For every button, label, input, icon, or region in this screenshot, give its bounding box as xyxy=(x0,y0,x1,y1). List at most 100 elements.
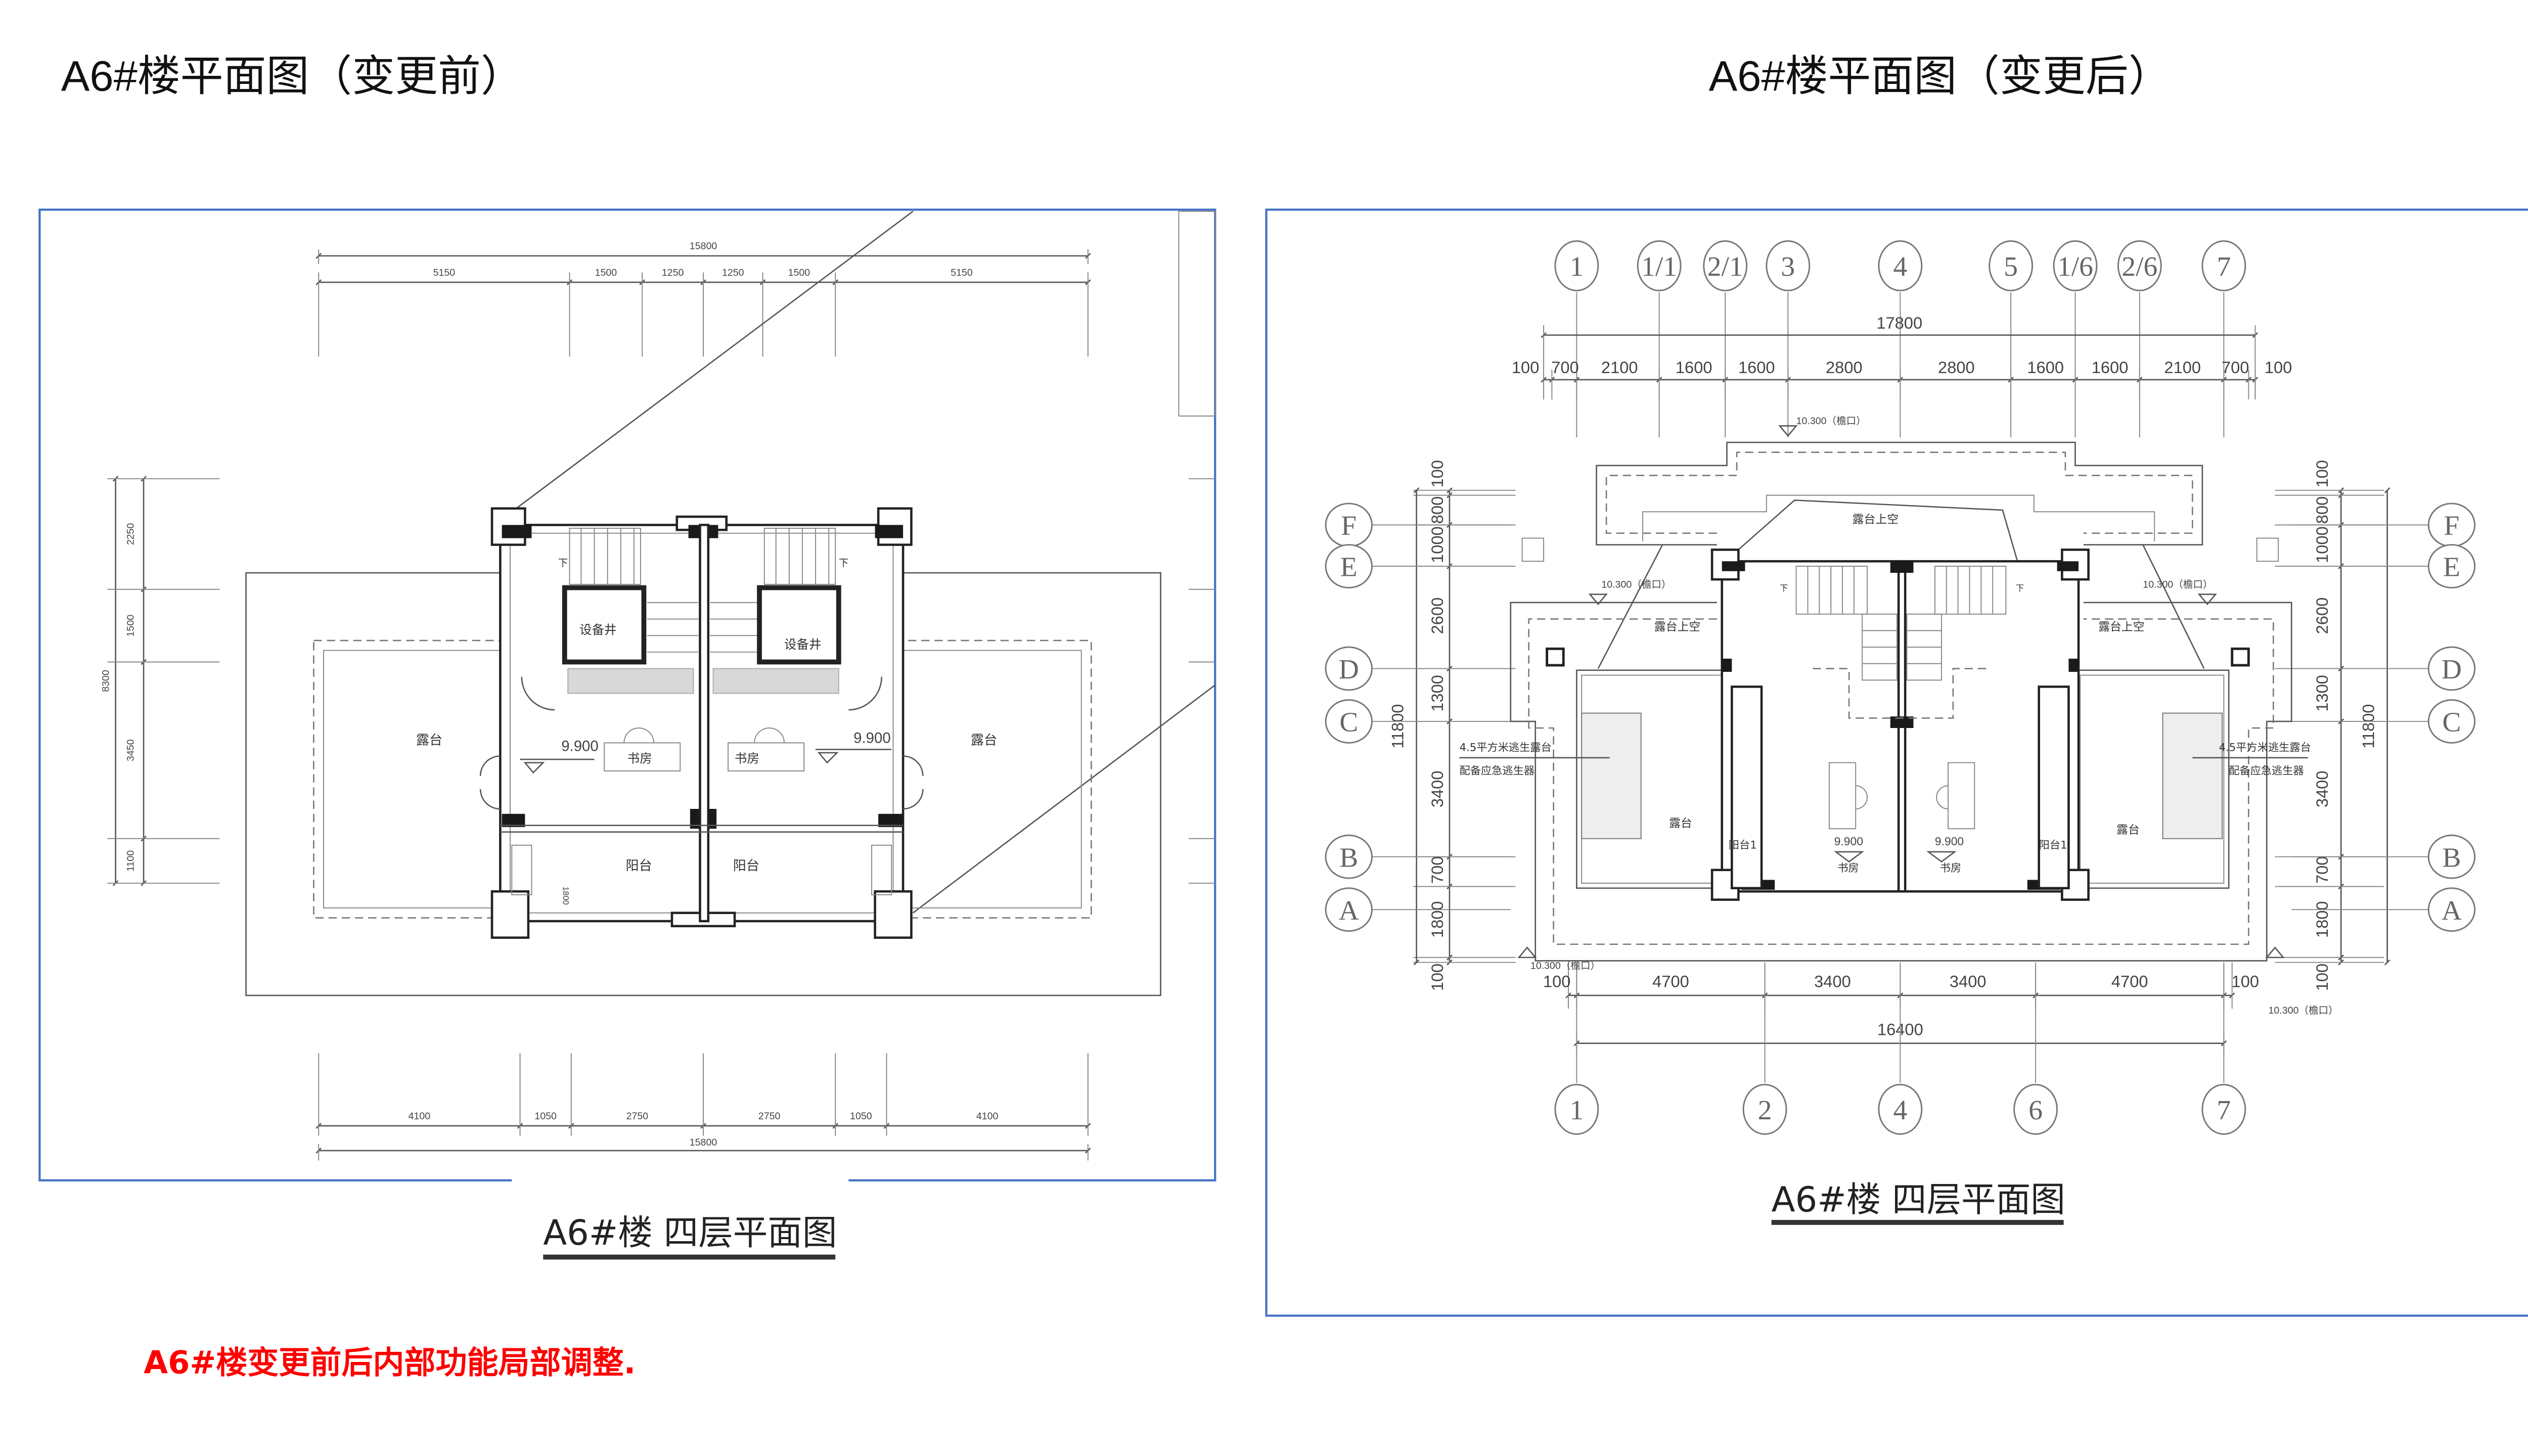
stair-down-label: 下 xyxy=(839,557,849,569)
dimension-label: 2800 xyxy=(1938,358,1975,377)
dimension-label: 11800 xyxy=(1388,704,1407,749)
dimension-label: 3400 xyxy=(1814,972,1851,991)
axis-label: 1 xyxy=(1569,251,1584,282)
after-building xyxy=(1510,425,2292,962)
dimension-label: 100 xyxy=(2232,972,2259,991)
eave-level: 10.300（檐口） xyxy=(2143,579,2213,590)
escape-note: 4.5平方米逃生露台 xyxy=(2219,742,2311,754)
level-mark: 9.900 xyxy=(1834,835,1863,848)
dimension-label: 3400 xyxy=(1950,972,1987,991)
room-label: 阳台1 xyxy=(1729,839,1757,851)
dimension-label: 1250 xyxy=(722,267,744,278)
axis-bubble xyxy=(1878,240,1923,292)
after-frame xyxy=(1265,208,2528,1317)
axis-label: F xyxy=(2444,511,2460,541)
title-after: A6#楼平面图（变更后） xyxy=(1709,52,2172,100)
room-label: 露台上空 xyxy=(1654,620,1700,633)
dimension-label: 100 xyxy=(1428,964,1447,991)
axis-bubble xyxy=(2427,544,2476,588)
axis-label: E xyxy=(1340,552,1358,583)
stair-down-label: 下 xyxy=(1780,583,1788,593)
dimension-label: 700 xyxy=(1551,358,1578,377)
axis-label: 2 xyxy=(1758,1095,1772,1126)
before-room-labels: 设备井 设备井 书房 书房 露台 露台 阳台 阳台 9.900 9.900 下 … xyxy=(416,557,997,905)
axis-bubble xyxy=(1325,544,1373,588)
dimension-label: 4700 xyxy=(2111,972,2148,991)
axis-bubble xyxy=(1325,646,1373,691)
axis-label: 7 xyxy=(2217,1095,2231,1126)
dimension-label: 4100 xyxy=(409,1111,431,1122)
after-room-labels: 露台上空 露台上空 露台上空 露台 露台 阳台1 阳台1 9.900 9.900… xyxy=(1460,416,2338,1016)
axis-label: 1 xyxy=(1569,1095,1584,1126)
axis-bubble xyxy=(1703,240,1748,292)
dimension-label: 100 xyxy=(2313,460,2331,487)
title-before: A6#楼平面图（变更前） xyxy=(61,52,524,100)
dimension-label: 1600 xyxy=(1676,358,1712,377)
room-label: 阳台 xyxy=(626,858,652,874)
before-caption: A6#楼 四层平面图 xyxy=(543,1213,837,1253)
dimension-label: 3400 xyxy=(1428,771,1447,808)
room-label: 设备井 xyxy=(784,637,821,652)
before-building xyxy=(245,210,1216,996)
dimension-label: 1800 xyxy=(1428,901,1447,938)
axis-label: 1/6 xyxy=(2057,251,2093,282)
dimension-label: 700 xyxy=(2313,856,2331,884)
eave-level: 10.300（檐口） xyxy=(1601,579,1671,590)
dimension-label: 5150 xyxy=(951,267,973,278)
room-label: 露台上空 xyxy=(2098,620,2144,633)
dimension-label: 2750 xyxy=(626,1111,649,1122)
dimension-label: 800 xyxy=(1428,496,1447,524)
before-frame xyxy=(38,208,1216,1181)
eave-level: 10.300（檐口） xyxy=(2269,1005,2338,1016)
room-label: 阳台1 xyxy=(2039,839,2067,851)
axis-label: E xyxy=(2443,552,2460,583)
axis-bubble xyxy=(2427,834,2476,879)
room-label: 书房 xyxy=(1837,862,1859,875)
dimension-label: 1300 xyxy=(2313,675,2331,712)
axis-label: A xyxy=(2442,895,2462,926)
room-label: 露台 xyxy=(2116,824,2140,837)
level-mark: 9.900 xyxy=(853,730,891,746)
axis-label: 4 xyxy=(1893,251,1907,282)
eave-level: 10.300（檐口） xyxy=(1530,961,1600,972)
dimension-label: 1000 xyxy=(1428,526,1447,563)
dimension-label: 1500 xyxy=(125,615,136,637)
axis-label: 5 xyxy=(2004,251,2018,282)
dimension-label: 1600 xyxy=(2027,358,2064,377)
axis-label: A xyxy=(1339,895,1359,926)
dimension-label: 1500 xyxy=(788,267,810,278)
level-mark: 9.900 xyxy=(561,738,599,755)
dimension-label: 800 xyxy=(2313,496,2331,524)
dimension-label: 4100 xyxy=(976,1111,999,1122)
dimension-label: 100 xyxy=(2265,358,2292,377)
dimension-label: 3450 xyxy=(125,739,136,761)
axis-label: D xyxy=(1339,654,1359,685)
axis-bubble xyxy=(1766,240,1811,292)
dimension-label: 700 xyxy=(2222,358,2249,377)
room-label: 阳台 xyxy=(733,858,759,874)
axis-bubble xyxy=(1637,240,1682,292)
dimension-label: 4700 xyxy=(1652,972,1689,991)
eave-level: 10.300（檐口） xyxy=(1796,416,1866,427)
axis-label: D xyxy=(2442,654,2462,685)
dimension-label: 8300 xyxy=(101,670,112,692)
axis-bubble xyxy=(2013,1083,2058,1135)
dimension-label: 1600 xyxy=(2092,358,2129,377)
axis-bubble xyxy=(1878,1083,1923,1135)
dimension-label: 1500 xyxy=(595,267,617,278)
dimension-label: 2800 xyxy=(1826,358,1863,377)
dimension-label: 2100 xyxy=(2164,358,2201,377)
room-label: 设备井 xyxy=(579,622,616,637)
axis-bubble xyxy=(2117,240,2162,292)
room-label: 露台上空 xyxy=(1853,513,1899,526)
axis-label: 2/6 xyxy=(2121,251,2157,282)
dimension-label: 17800 xyxy=(1876,313,1922,332)
dimension-label: 100 xyxy=(1512,358,1539,377)
after-caption: A6#楼 四层平面图 xyxy=(1772,1180,2065,1220)
axis-label: 3 xyxy=(1781,251,1795,282)
stair-down-label: 下 xyxy=(2016,583,2024,593)
